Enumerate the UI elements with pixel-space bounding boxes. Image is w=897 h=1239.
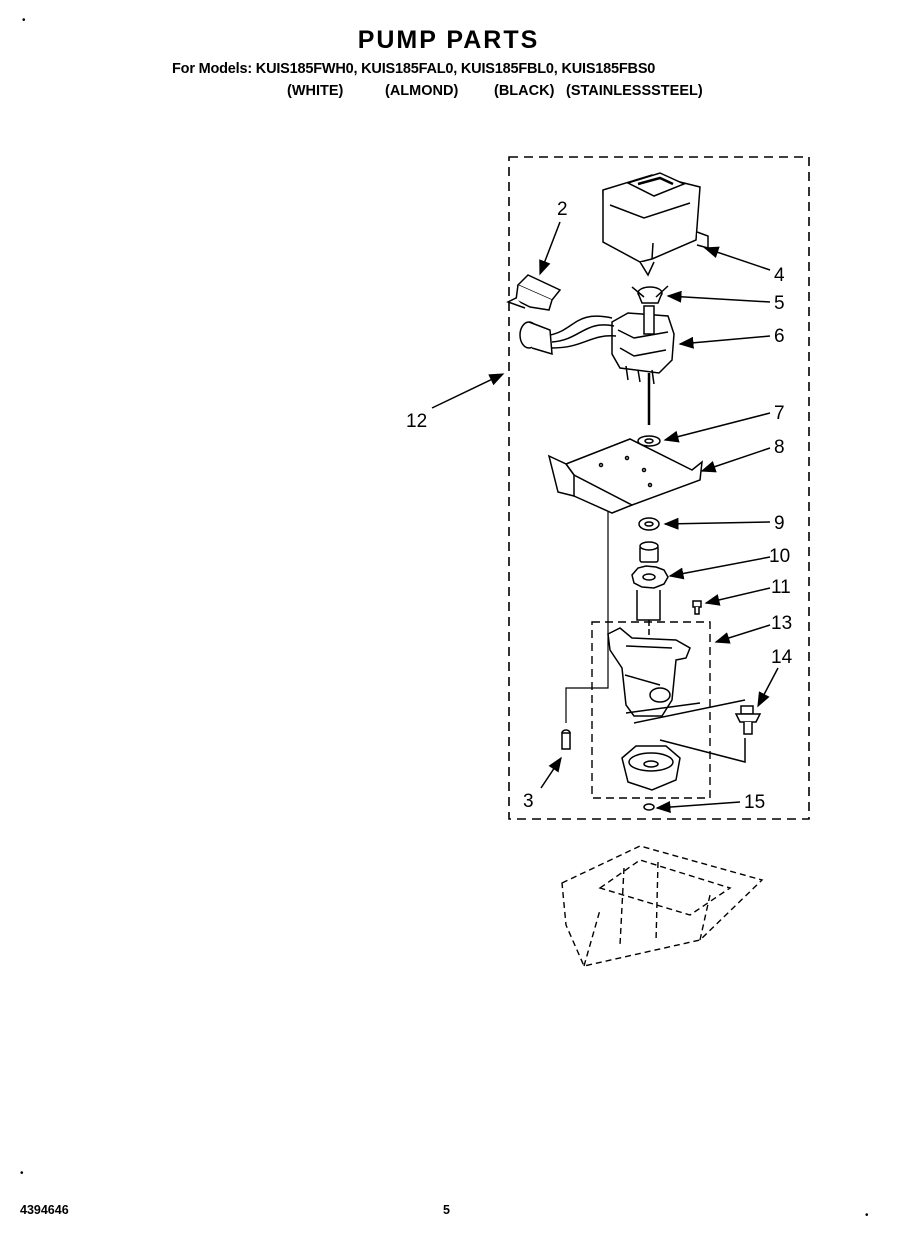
housing-boundary [591, 621, 711, 799]
color-black: (BLACK) [494, 83, 555, 99]
washer-small-part [643, 803, 655, 811]
base-part [621, 745, 681, 791]
callout-12: 12 [406, 411, 427, 432]
callout-2: 2 [557, 199, 568, 220]
screw-small-part [561, 512, 609, 750]
capacitor-part [506, 274, 617, 356]
assembly-boundary [508, 156, 810, 820]
callout-7: 7 [774, 403, 785, 424]
callout-3: 3 [523, 791, 534, 812]
callout-4: 4 [774, 265, 785, 286]
callout-5: 5 [774, 293, 785, 314]
models-line: For Models: KUIS185FWH0, KUIS185FAL0, KU… [172, 61, 656, 77]
corner-mark-bottom-left: • [20, 1168, 24, 1179]
page-number: 5 [443, 1203, 450, 1217]
motor-part [602, 172, 709, 277]
tank-outline [561, 845, 764, 967]
callout-9: 9 [774, 513, 785, 534]
coupler-part [631, 285, 669, 304]
leader-lines [431, 221, 779, 814]
callout-8: 8 [774, 437, 785, 458]
drain-fitting-part [659, 705, 762, 763]
callout-13: 13 [771, 613, 792, 634]
callout-15: 15 [744, 792, 765, 813]
housing-part [607, 627, 746, 724]
color-stainless: (STAINLESSSTEEL) [566, 83, 703, 99]
page-title: PUMP PARTS [357, 26, 540, 54]
callout-14: 14 [771, 647, 793, 668]
washer-part [637, 435, 661, 447]
doc-number: 4394646 [20, 1203, 69, 1217]
callout-6: 6 [774, 326, 785, 347]
callout-11: 11 [771, 577, 791, 598]
corner-mark-top-left: • [22, 15, 26, 26]
impeller-part [631, 541, 669, 690]
corner-mark-bottom-right: • [865, 1210, 869, 1221]
color-white: (WHITE) [287, 83, 344, 99]
seal-part [638, 517, 660, 531]
pump-motor-part [611, 305, 675, 425]
color-almond: (ALMOND) [385, 83, 459, 99]
callout-10: 10 [769, 546, 790, 567]
screw-part [692, 600, 702, 615]
mounting-plate-part [547, 438, 703, 514]
